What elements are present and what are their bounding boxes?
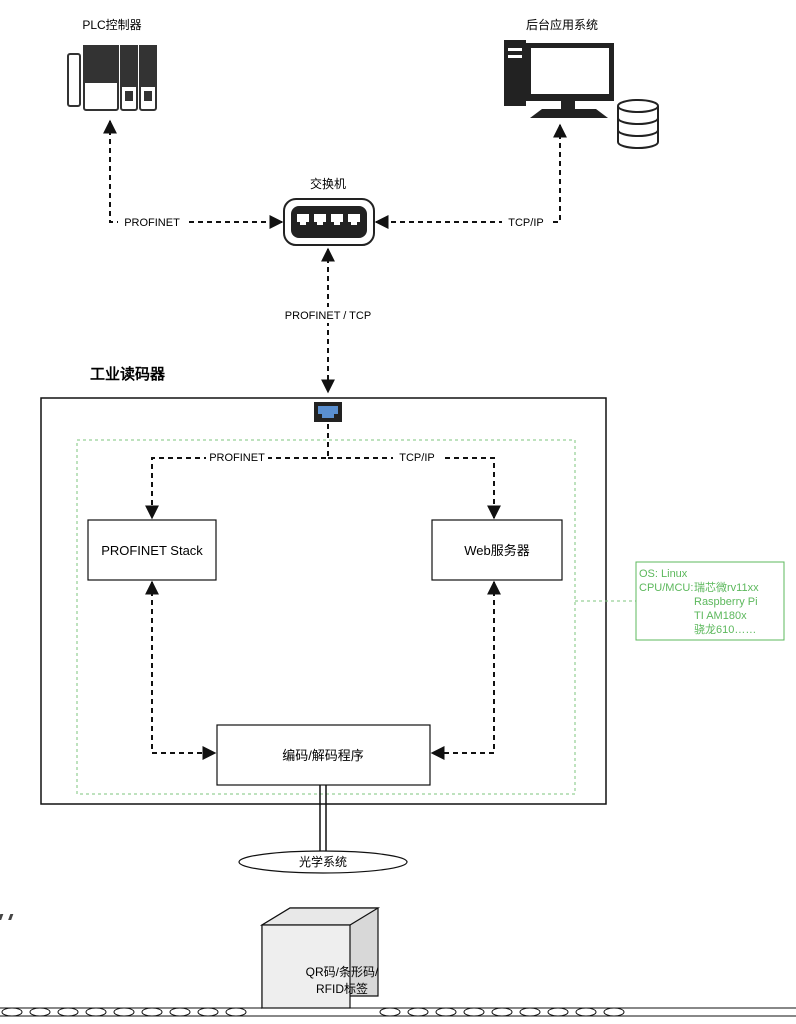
note-cpu-option: 骁龙610…… — [694, 622, 756, 636]
conveyor-belt — [0, 1007, 796, 1017]
switch-label: 交换机 — [310, 176, 346, 191]
hardware-note — [635, 561, 785, 641]
note-cpu-option: 瑞芯微rv11xx — [694, 580, 759, 594]
internal-profinet-label: PROFINET — [209, 452, 265, 464]
tag-box — [259, 907, 381, 1009]
note-os: OS: Linux — [639, 568, 688, 580]
switch-reader-label: PROFINET / TCP — [285, 310, 371, 322]
web-codec-connector — [430, 580, 501, 760]
profinet-stack-label: PROFINET Stack — [101, 543, 203, 558]
note-cpu-option: TI AM180x — [694, 610, 747, 622]
internal-profinet-connector — [145, 424, 329, 520]
note-cpu-option: Raspberry Pi — [694, 596, 758, 608]
switch-icon — [283, 198, 375, 246]
web-server-label: Web服务器 — [464, 543, 530, 558]
plc-switch-label: PROFINET — [124, 217, 180, 229]
reader-title: 工业读码器 — [90, 365, 166, 383]
backend-label: 后台应用系统 — [526, 17, 598, 32]
codec-label: 编码/解码程序 — [282, 748, 364, 763]
computer-icon — [504, 40, 614, 118]
web-server-box — [431, 519, 563, 581]
optics-label: 光学系统 — [299, 854, 347, 869]
tag-marks — [0, 914, 14, 920]
tag-label-line2: RFID标签 — [316, 981, 368, 996]
note-cpu-label: CPU/MCU: — [639, 582, 693, 594]
optics-lens — [238, 850, 408, 874]
stack-codec-connector — [145, 580, 217, 760]
tag-label-line1: QR码/条形码/ — [306, 965, 379, 979]
ethernet-port-icon — [314, 402, 342, 422]
optics-stem — [319, 785, 327, 852]
plc-switch-connector — [103, 119, 284, 229]
backend-switch-label: TCP/IP — [508, 217, 543, 229]
database-icon — [617, 99, 659, 149]
internal-tcp-connector — [328, 457, 501, 520]
codec-box — [216, 724, 431, 786]
plc-label: PLC控制器 — [82, 18, 141, 32]
profinet-stack-box — [87, 519, 217, 581]
internal-tcp-label: TCP/IP — [399, 452, 434, 464]
plc-icon — [67, 45, 157, 111]
backend-switch-connector — [374, 123, 567, 229]
